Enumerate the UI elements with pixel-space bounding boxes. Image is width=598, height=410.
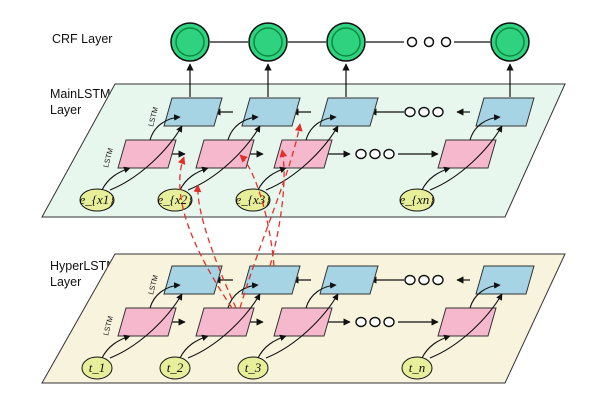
curve-arrow bbox=[305, 114, 337, 141]
curve-arrow bbox=[265, 125, 339, 191]
curve-arrow bbox=[257, 166, 287, 191]
main-forward-ellipsis-icon bbox=[355, 148, 395, 160]
lstm-cell-forward bbox=[273, 307, 333, 337]
dashed-link-arrow bbox=[239, 154, 275, 267]
hyper-forward-ellipsis-icon bbox=[355, 316, 395, 328]
token-node bbox=[81, 356, 113, 380]
curve-arrow bbox=[179, 334, 209, 359]
lstm-cell-backward bbox=[319, 97, 379, 127]
curve-arrow bbox=[265, 293, 339, 359]
curve-arrow bbox=[257, 334, 287, 359]
lstm-cell-backward bbox=[163, 265, 223, 295]
lstm-cell-forward bbox=[195, 139, 255, 169]
curve-arrow bbox=[109, 125, 183, 191]
token-node bbox=[157, 188, 193, 212]
lstm-cell-backward bbox=[241, 97, 301, 127]
lstm-cell-forward bbox=[437, 139, 497, 169]
hyper-token-label: t_2 bbox=[167, 360, 184, 375]
main-token-label: e_{x1} bbox=[80, 192, 116, 207]
main-token-label: e_{x3} bbox=[236, 192, 272, 207]
main-backward-cells bbox=[163, 97, 535, 127]
lstm-cell-backward bbox=[241, 265, 301, 295]
token-node bbox=[399, 188, 435, 212]
token-node bbox=[79, 188, 115, 212]
hyper-layer-label-line1: HyperLSTM bbox=[50, 259, 117, 273]
curve-arrow bbox=[469, 282, 501, 309]
hyper-layer-label-line2: Layer bbox=[50, 275, 81, 289]
token-node bbox=[401, 356, 433, 380]
curve-arrow bbox=[179, 166, 209, 191]
crf-node-icon bbox=[490, 22, 530, 62]
main-layer-label-line2: Layer bbox=[50, 103, 81, 117]
crf-node-icon bbox=[326, 22, 366, 62]
lstm-cell-forward bbox=[437, 307, 497, 337]
curve-arrow bbox=[421, 166, 451, 191]
crf-node-icon bbox=[248, 22, 288, 62]
main-forward-cells bbox=[117, 139, 497, 169]
lstm-cell-forward bbox=[117, 139, 177, 169]
dashed-link-arrow bbox=[177, 156, 233, 309]
hyper-token-curves bbox=[101, 293, 503, 359]
curve-arrow bbox=[109, 293, 183, 359]
lstm-cell-backward bbox=[319, 265, 379, 295]
dashed-link-arrow bbox=[239, 123, 303, 309]
crf-input-arrows bbox=[186, 63, 514, 97]
crf-node-icon bbox=[170, 22, 210, 62]
hyper-to-main-dashed-links bbox=[177, 123, 303, 309]
curve-arrow bbox=[429, 125, 503, 191]
lstm-cell-backward bbox=[163, 97, 223, 127]
curve-arrow bbox=[101, 166, 131, 191]
token-node bbox=[159, 356, 191, 380]
curve-arrow bbox=[227, 114, 259, 141]
curve-arrow bbox=[429, 293, 503, 359]
token-node bbox=[235, 188, 271, 212]
main-backward-ellipsis-icon bbox=[404, 106, 444, 118]
lstm-cell-forward bbox=[117, 307, 177, 337]
lstm-cell-forward bbox=[195, 307, 255, 337]
curve-arrow bbox=[149, 114, 181, 141]
hyper-token-label: t_1 bbox=[89, 360, 106, 375]
crf-ellipsis-icon bbox=[406, 36, 452, 48]
curve-arrow bbox=[187, 293, 261, 359]
hyper-forward-cells bbox=[117, 307, 497, 337]
main-token-label: e_{x2} bbox=[158, 192, 194, 207]
hyper-backward-ellipsis-icon bbox=[404, 274, 444, 286]
curve-arrow bbox=[101, 334, 131, 359]
main-forward-to-backward-curves bbox=[149, 114, 501, 141]
curve-arrow bbox=[149, 282, 181, 309]
lstm-cell-forward bbox=[273, 139, 333, 169]
token-node bbox=[237, 356, 269, 380]
main-token-nodes bbox=[79, 188, 435, 212]
curve-arrow bbox=[305, 282, 337, 309]
crf-layer-label: CRF Layer bbox=[52, 32, 112, 46]
hyper-token-label: t_n bbox=[409, 360, 426, 375]
crf-chain bbox=[170, 22, 530, 62]
hyper-token-nodes bbox=[81, 356, 433, 380]
curve-arrow bbox=[469, 114, 501, 141]
main-token-label: e_{xn} bbox=[400, 192, 436, 207]
dashed-link-arrow bbox=[193, 184, 237, 309]
hyper-token-label: t_3 bbox=[245, 360, 262, 375]
curve-arrow bbox=[421, 334, 451, 359]
main-layer-label-line1: MainLSTM bbox=[50, 87, 110, 101]
